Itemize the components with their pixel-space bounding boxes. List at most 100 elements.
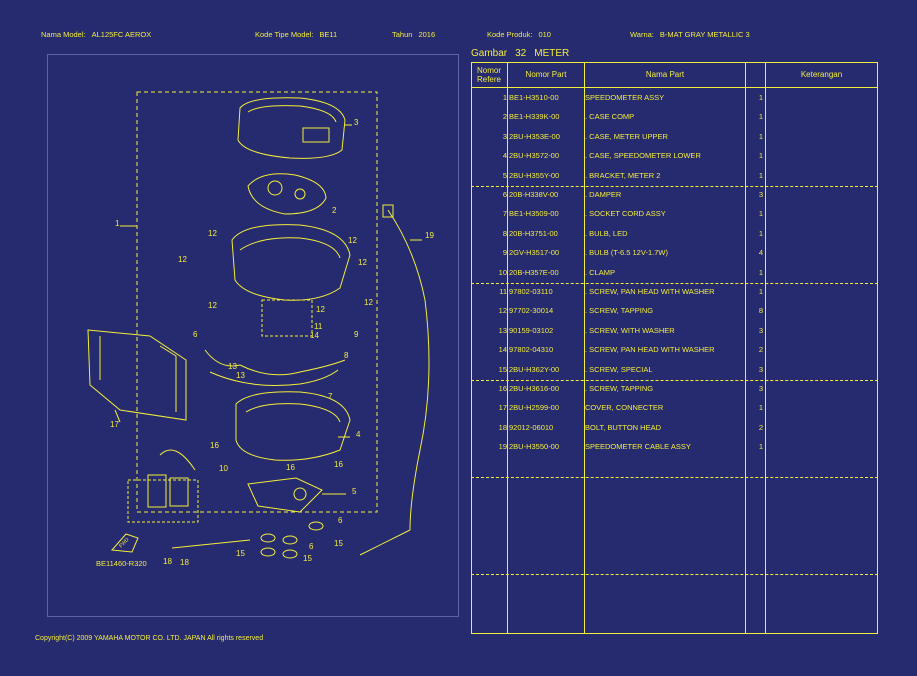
quantity-cell: 2 — [758, 345, 763, 355]
ref-no-cell: 7 — [502, 209, 507, 219]
column-divider — [584, 62, 585, 634]
ref-no-cell: 16 — [498, 384, 507, 393]
callout-label: 16 — [210, 441, 219, 450]
part-number-cell: 20B-H357E-00 — [509, 267, 559, 277]
callout-label: 12 — [208, 229, 217, 238]
callout-label: 12 — [358, 258, 367, 267]
part-number-cell: 2BU-H3572-00 — [509, 151, 560, 161]
group-separator — [471, 380, 878, 381]
table-bottom-border — [471, 633, 878, 634]
meter-assembly-outline — [136, 91, 378, 513]
quantity-cell: 1 — [758, 170, 763, 180]
part-name-cell: . CASE, METER UPPER — [585, 131, 668, 141]
part-number-cell: 20B-H3751-00 — [509, 228, 558, 238]
ref-no-cell: 4 — [502, 151, 507, 161]
quantity-cell: 3 — [758, 384, 763, 393]
quantity-cell: 1 — [758, 442, 763, 452]
callout-label: 8 — [344, 351, 349, 360]
part-name-cell: . SOCKET CORD ASSY — [585, 209, 666, 219]
ref-no-cell: 3 — [502, 131, 507, 141]
callout-label: 12 — [348, 236, 357, 245]
model-type-code: Kode Tipe Model:BE11 — [255, 30, 338, 39]
part-number-cell: 2BU-H3616-00 — [509, 384, 560, 393]
column-header-qty — [746, 62, 765, 87]
group-separator — [471, 574, 878, 575]
column-divider — [745, 62, 746, 634]
callout-label: 3 — [354, 118, 359, 127]
callout-label: 12 — [364, 298, 373, 307]
column-divider — [507, 62, 508, 634]
column-header-ref-no: Nomor Refere — [476, 65, 501, 84]
callout-label: 9 — [354, 330, 359, 339]
dial-plate-part — [247, 173, 327, 215]
quantity-cell: 1 — [758, 131, 763, 141]
bolt-part — [171, 539, 251, 549]
ref-no-cell: 13 — [498, 325, 507, 335]
part-number-cell: BE1-H339K-00 — [509, 112, 560, 122]
meter-housing-part — [231, 224, 351, 337]
quantity-cell: 1 — [758, 112, 763, 122]
column-header-part-name: Nama Part — [645, 70, 685, 79]
callout-label: 13 — [228, 362, 237, 371]
part-name-cell: . SCREW, TAPPING — [585, 306, 654, 316]
part-number-cell: 2BU-H3550-00 — [509, 442, 560, 452]
callout-label: 15 — [303, 554, 312, 563]
bracket-part — [247, 477, 346, 513]
callout-label: 16 — [286, 463, 295, 472]
part-number-cell: 97802-03110 — [509, 287, 553, 296]
column-header-part-no: Nomor Part — [525, 70, 567, 79]
callout-label: 6 — [338, 516, 343, 525]
callout-label: 1 — [115, 219, 120, 228]
lower-case-part — [235, 391, 351, 461]
part-name-cell: . BULB (T-6.5 12V-1.7W) — [585, 248, 668, 258]
part-number-cell: BE1-H3509-00 — [509, 209, 559, 219]
ref-no-cell: 2 — [502, 112, 507, 122]
quantity-cell: 3 — [758, 364, 763, 374]
callout-label: 6 — [309, 542, 314, 551]
callout-label: 11 — [314, 322, 323, 331]
callout-label: 18 — [163, 557, 172, 566]
part-number-cell: 2GV-H3517-00 — [509, 248, 560, 258]
callout-label: 15 — [236, 549, 245, 558]
table-right-border — [877, 62, 878, 634]
part-name-cell: BOLT, BUTTON HEAD — [585, 422, 661, 432]
quantity-cell: 3 — [758, 325, 763, 335]
part-number-cell: 2BU-H362Y-00 — [509, 364, 560, 374]
damper-parts — [260, 521, 324, 559]
table-header-border — [471, 87, 878, 88]
quantity-cell: 1 — [758, 267, 763, 277]
part-name-cell: . SCREW, WITH WASHER — [585, 325, 675, 335]
ref-no-cell: 9 — [502, 248, 507, 258]
part-name-cell: . SCREW, PAN HEAD WITH WASHER — [585, 345, 715, 355]
callout-label: 19 — [425, 231, 434, 240]
group-separator — [471, 186, 878, 187]
ref-no-cell: 17 — [498, 403, 507, 413]
model-name: Nama Model:AL125FC AEROX — [41, 30, 152, 39]
callout-label: 18 — [180, 558, 189, 567]
quantity-cell: 1 — [758, 287, 763, 296]
diagram-frame — [47, 54, 459, 617]
callout-label: 4 — [356, 430, 361, 439]
